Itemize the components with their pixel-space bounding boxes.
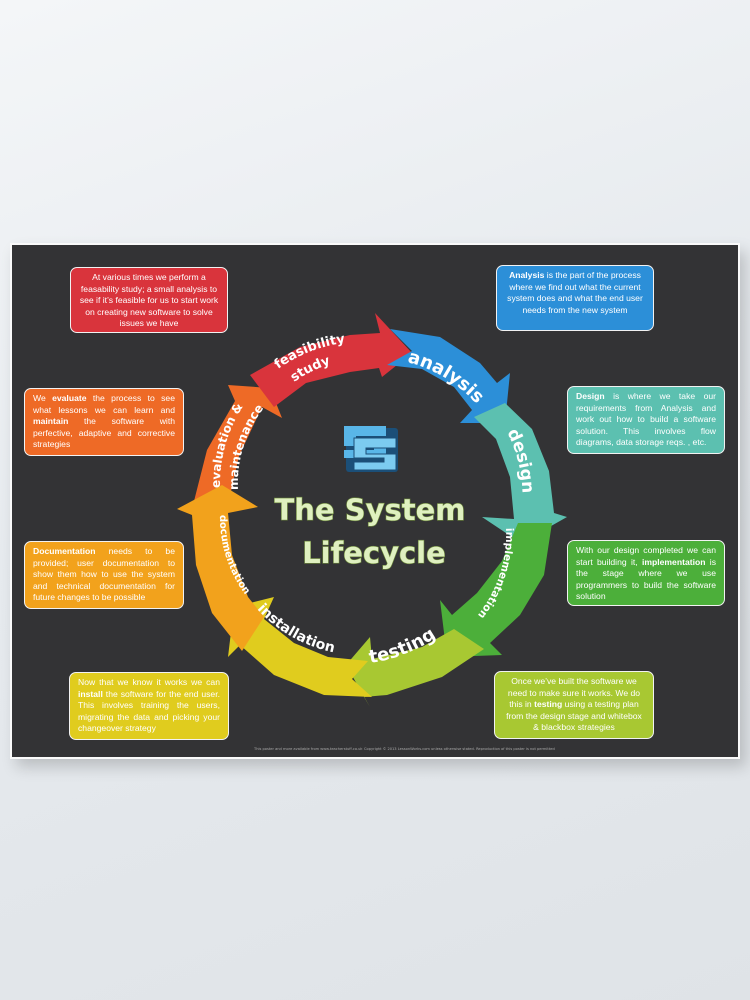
box-analysis-text: is the part of the process where we find… — [507, 270, 643, 315]
box-design-keyword: Design — [576, 391, 605, 401]
box-evaluation-text-post: the software with perfective, adaptive a… — [33, 416, 175, 450]
segment-installation — [228, 597, 372, 697]
box-implementation-keyword: implementation — [641, 556, 706, 567]
box-evaluation-keyword-2: maintain — [33, 416, 69, 427]
footer-right: Copyright © 2013 LessonWorks.com unless … — [364, 747, 555, 751]
segment-analysis — [387, 329, 510, 423]
box-installation-keyword: install — [78, 688, 103, 699]
footer-left: This poster and more available from www.… — [254, 747, 363, 751]
segment-evaluation — [192, 385, 282, 509]
box-testing-text-pre: Once we’ve built the software we need to… — [507, 676, 641, 710]
box-installation-text-pre: Now that we know it works we can — [78, 677, 220, 687]
lifecycle-wheel: feasibility study analysis design implem… — [177, 313, 567, 707]
box-analysis-keyword: Analysis — [509, 270, 545, 280]
box-implementation-text-pre: With our design completed we can start b… — [576, 545, 716, 567]
box-design-text: is where we take our requirements from A… — [576, 391, 716, 448]
box-testing-keyword: testing — [534, 699, 563, 710]
segment-implementation — [440, 523, 552, 657]
box-feasibility-text: At various times we perform a feasabilit… — [79, 272, 219, 329]
title-line-1: The System — [275, 493, 466, 527]
box-evaluation-keyword-1: evaluate — [52, 393, 87, 403]
box-feasibility: At various times we perform a feasabilit… — [70, 267, 228, 333]
box-evaluation: We evaluate the process to see what less… — [24, 388, 184, 456]
box-evaluation-text-mid: the process to see what lessons we can l… — [33, 393, 175, 415]
segment-feasibility — [250, 313, 412, 407]
box-evaluation-text-pre: We — [33, 393, 53, 403]
logo-icon — [344, 426, 398, 472]
box-implementation-text-post: is the stage where we use programmers to… — [576, 556, 717, 602]
title-line-2: Lifecycle — [302, 536, 446, 570]
box-installation-text-post: the software for the end user. This invo… — [78, 688, 220, 734]
box-design: Design is where we take our requirements… — [567, 386, 725, 454]
box-installation: Now that we know it works we can install… — [69, 672, 229, 740]
box-implementation: With our design completed we can start b… — [567, 540, 725, 606]
segment-design — [474, 403, 567, 543]
box-testing-text-post: using a testing plan from the design sta… — [506, 699, 642, 733]
box-testing: Once we’ve built the software we need to… — [494, 671, 654, 739]
segment-testing — [346, 629, 484, 707]
box-documentation-keyword: Documentation — [33, 546, 96, 556]
wheel-segments — [177, 313, 567, 707]
box-analysis: Analysis is the part of the process wher… — [496, 265, 654, 331]
segment-documentation — [177, 485, 264, 651]
poster: feasibility study analysis design implem… — [10, 243, 740, 759]
box-documentation-text: needs to be provided; user documentation… — [33, 546, 175, 603]
box-documentation: Documentation needs to be provided; user… — [24, 541, 184, 609]
